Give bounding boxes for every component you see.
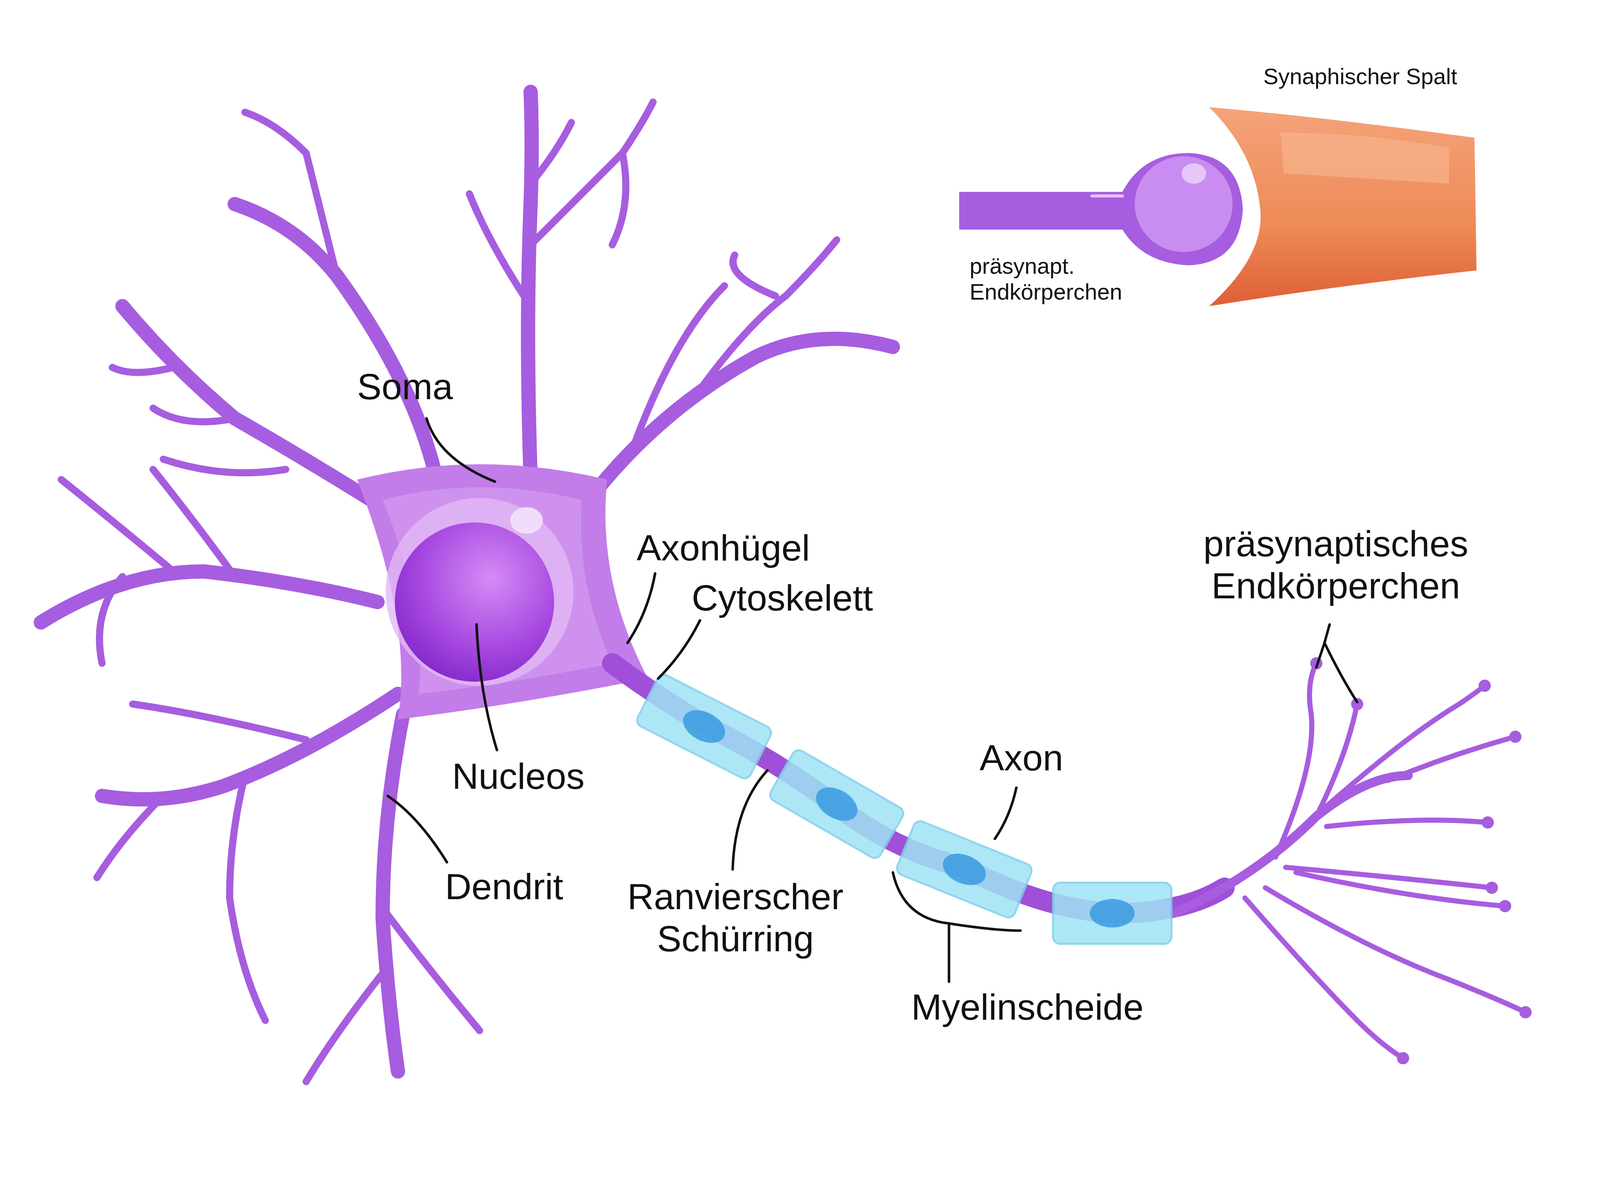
part-label: präsynapt. Endkörperchen xyxy=(969,252,1170,305)
soma-body xyxy=(357,464,648,720)
soma-highlight xyxy=(382,487,613,694)
part-label: Axonhügel xyxy=(636,526,810,569)
dendrites xyxy=(40,91,893,1082)
part-label: Cytoskelett xyxy=(691,576,873,619)
nucleus xyxy=(395,522,555,682)
part-label: Nucleos xyxy=(452,755,585,798)
part-label: Myelinscheide xyxy=(911,985,1144,1028)
part-label: Ranvierscher Schürring xyxy=(602,875,869,960)
part-label: Synaphischer Spalt xyxy=(1263,63,1458,90)
leader-lines xyxy=(387,418,1358,982)
nucleus-shine xyxy=(510,507,543,534)
synapse-inset xyxy=(959,107,1477,307)
part-label: Axon xyxy=(979,736,1064,779)
part-label: Soma xyxy=(357,365,453,408)
part-label: präsynaptisches Endkörperchen xyxy=(1173,522,1499,607)
axon-terminals xyxy=(1173,657,1532,1065)
part-label: Dendrit xyxy=(445,865,564,908)
